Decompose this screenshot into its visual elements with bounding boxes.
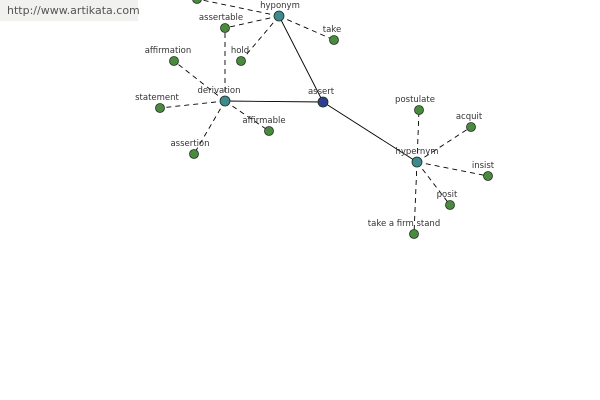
node-assert[interactable] [317, 96, 329, 108]
edge-hypernym-insist [416, 161, 489, 177]
node-label-statement[interactable]: statement [135, 93, 179, 103]
node-label-hold[interactable]: hold [231, 46, 249, 56]
edge-hyponym-take [278, 15, 335, 41]
node-hyponym[interactable] [273, 10, 285, 22]
node-label-acquit[interactable]: acquit [456, 112, 483, 122]
node-postulate[interactable] [414, 105, 424, 115]
edge-hypernym-posit [416, 161, 451, 206]
node-statement[interactable] [155, 103, 165, 113]
edge-hypernym-take_a_firm_stand [413, 161, 418, 235]
node-acquit[interactable] [466, 122, 476, 132]
node-label-derivation[interactable]: derivation [197, 86, 240, 96]
node-insist[interactable] [483, 171, 493, 181]
edge-layer [159, 0, 489, 235]
node-label-assertable[interactable]: assertable [199, 13, 243, 23]
node-label-postulate[interactable]: postulate [395, 95, 435, 105]
node-take[interactable] [329, 35, 339, 45]
node-posit[interactable] [445, 200, 455, 210]
node-label-posit[interactable]: posit [437, 190, 458, 200]
node-take-a-firm-stand[interactable] [409, 229, 419, 239]
edge-assert-hypernym [322, 101, 418, 163]
node-assertion[interactable] [189, 149, 199, 159]
node-affirmation[interactable] [169, 56, 179, 66]
node-derivation[interactable] [219, 95, 231, 107]
node-hold[interactable] [236, 56, 246, 66]
node-label-assert[interactable]: assert [308, 87, 335, 97]
edge-assert-derivation [224, 100, 324, 103]
node-hypernym[interactable] [411, 156, 423, 168]
node-label-take-a-firm-stand[interactable]: take a firm stand [368, 219, 440, 229]
node-label-insist[interactable]: insist [472, 161, 495, 171]
edge-derivation-statement [159, 100, 226, 109]
edge-assert-hyponym [278, 15, 324, 103]
edge-derivation-assertion [193, 100, 226, 155]
node-label-affirmation[interactable]: affirmation [145, 46, 192, 56]
edge-derivation-affirmation [173, 60, 226, 102]
node-assertable[interactable] [220, 23, 230, 33]
node-label-hyponym[interactable]: hyponym [260, 1, 300, 11]
edge-hypernym-acquit [416, 126, 472, 163]
node-label-affirmable[interactable]: affirmable [242, 116, 285, 126]
node-label-take[interactable]: take [323, 25, 341, 35]
label-layer: assert hyponym derivation hypernym assertabl… [135, 1, 495, 229]
node-label-hypernym[interactable]: hypernym [395, 147, 438, 157]
node-hidden-top[interactable] [192, 0, 202, 4]
source-watermark[interactable]: http://www.artikata.com [0, 0, 140, 21]
edge-hyponym-assertable [224, 15, 280, 29]
node-affirmable[interactable] [264, 126, 274, 136]
node-layer [155, 0, 493, 239]
edge-hyponym-hidden_top [199, 0, 280, 17]
edge-hyponym-hold [240, 15, 280, 62]
node-label-assertion[interactable]: assertion [170, 139, 209, 149]
